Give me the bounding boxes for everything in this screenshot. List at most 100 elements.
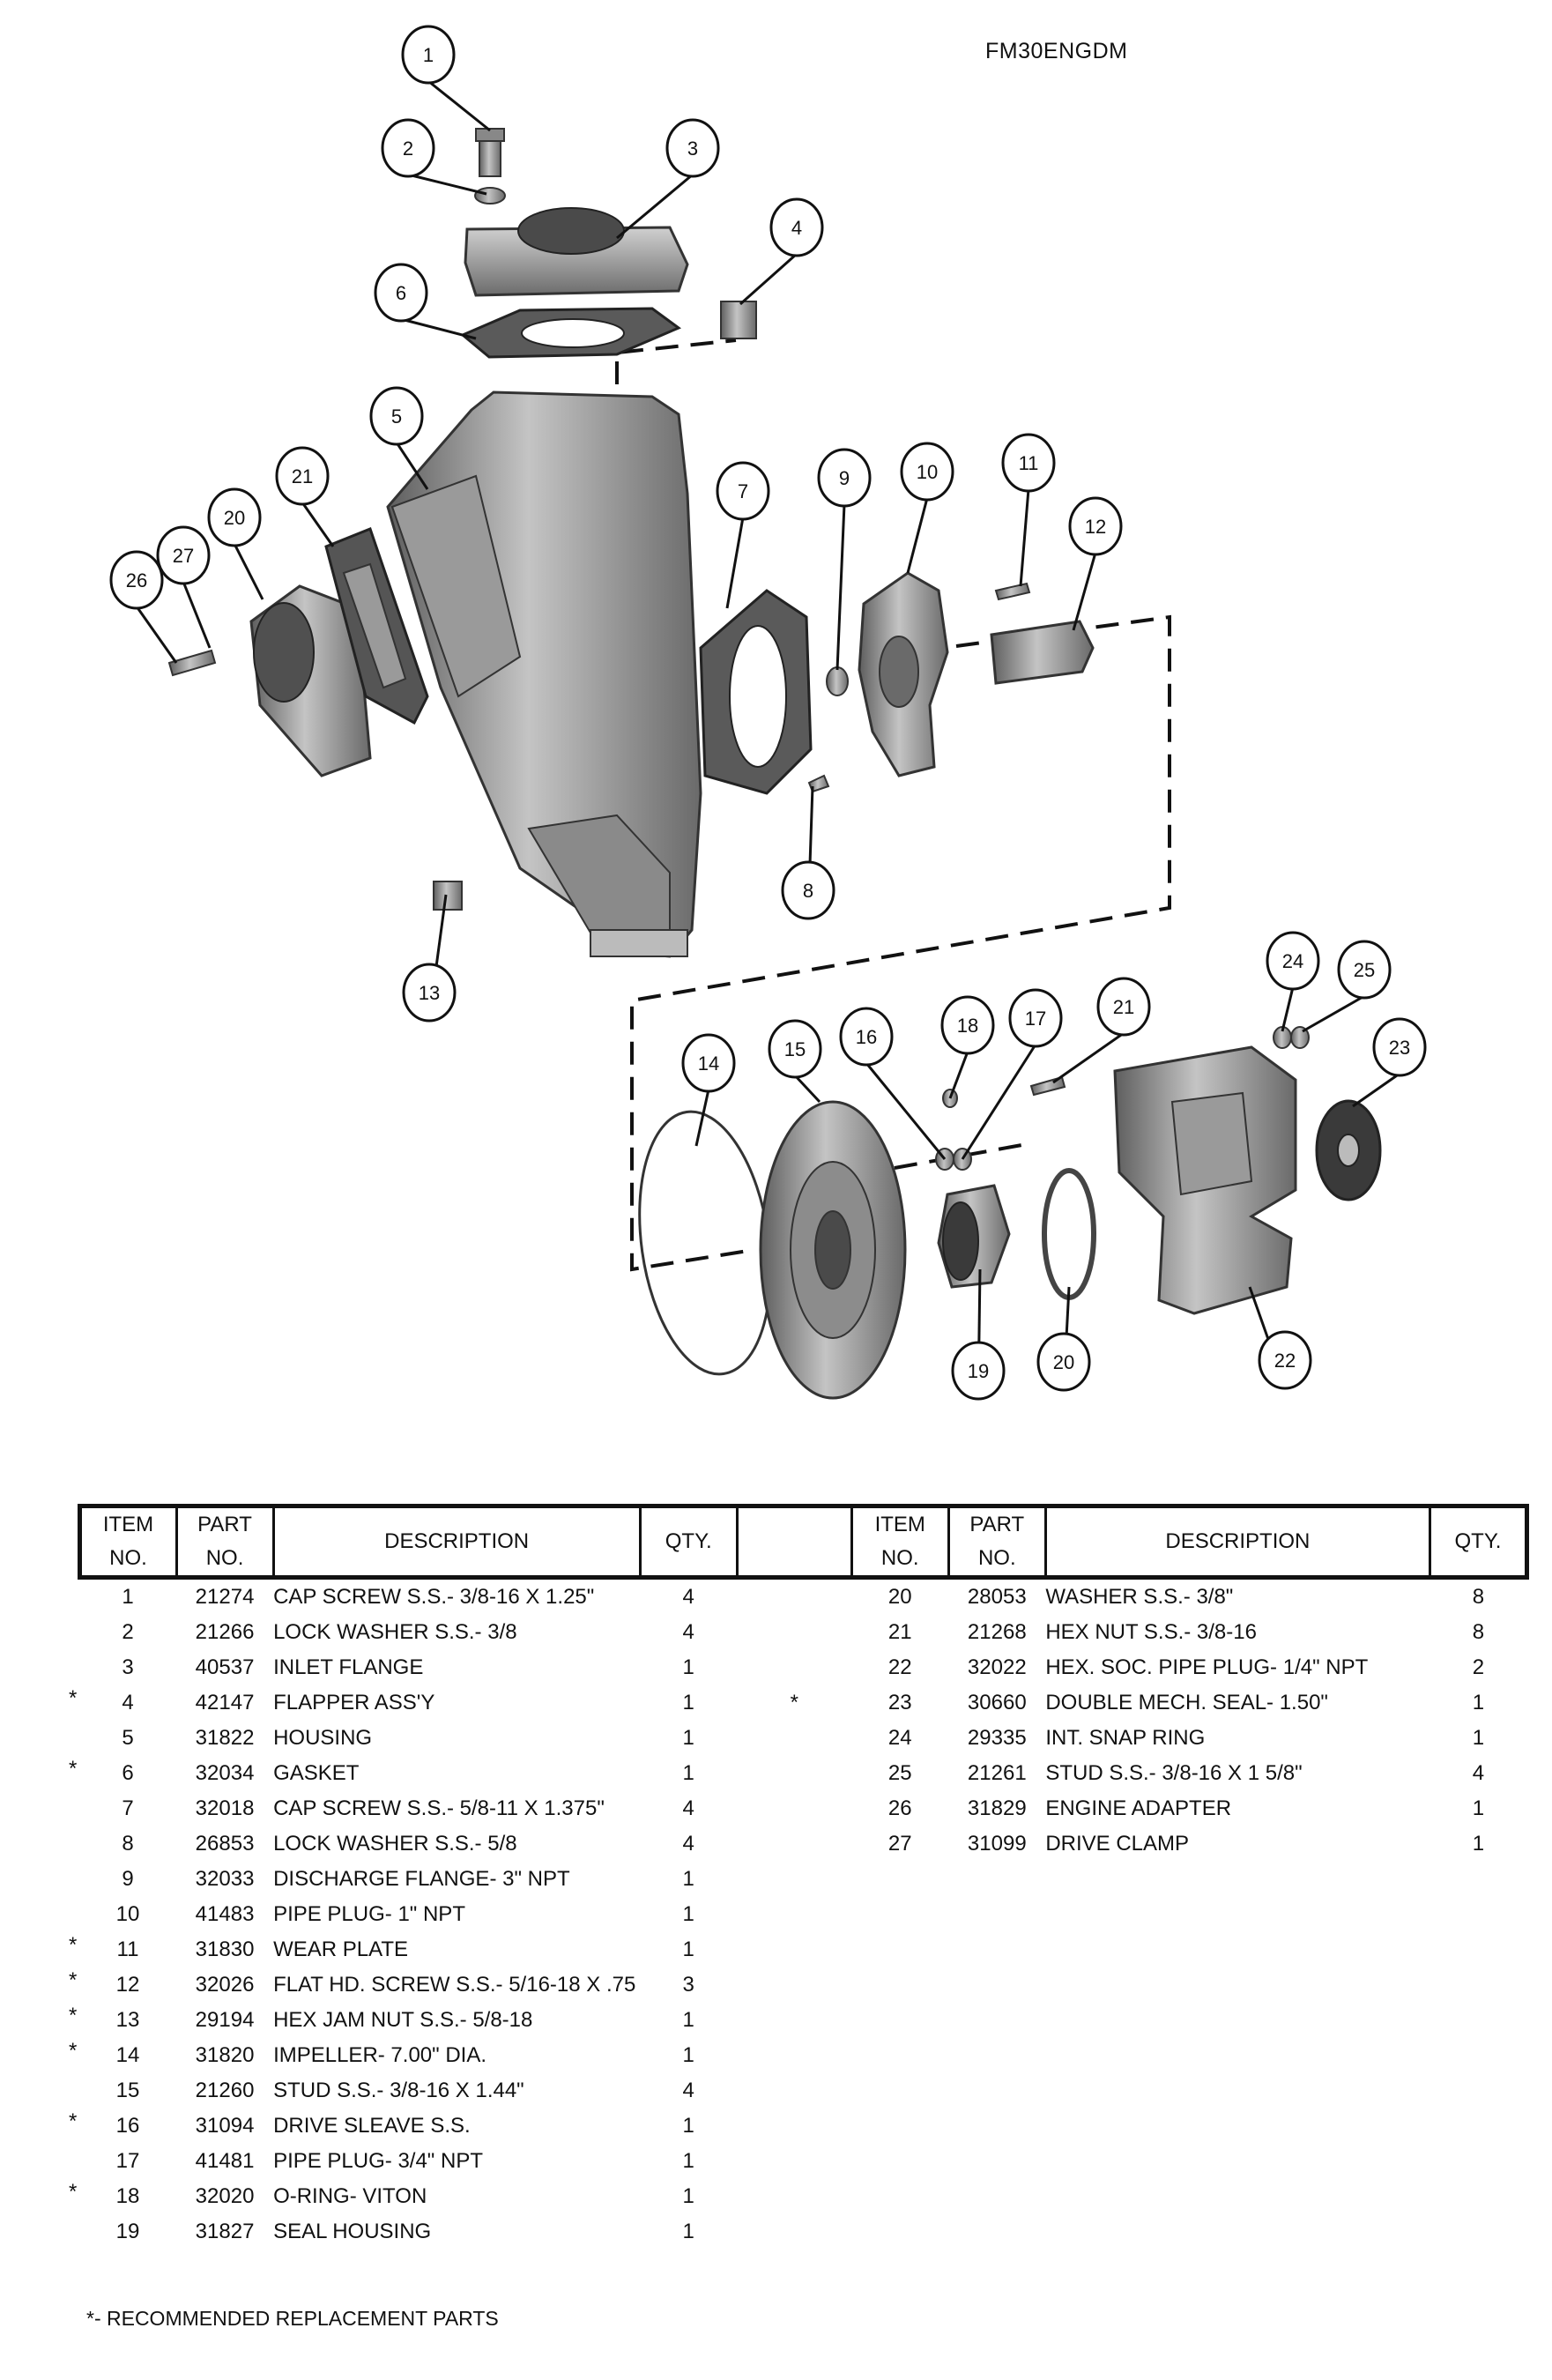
header-description-right: DESCRIPTION <box>1043 1504 1431 1580</box>
recommended-marker-cell <box>737 1756 851 1791</box>
item-no-cell: 15 <box>115 2079 140 2102</box>
leader-line-14 <box>906 497 929 574</box>
header-qty: QTY. <box>638 1504 739 1580</box>
model-code: FM30ENGDM <box>985 39 1128 63</box>
leader-line-20 <box>865 1062 947 1160</box>
part-no-cell <box>948 2179 1045 2214</box>
item-no-cell: 19 <box>115 2220 140 2243</box>
callout-label: 15 <box>784 1038 806 1060</box>
callout-label: 6 <box>396 282 406 304</box>
qty-cell: 1 <box>682 2220 694 2243</box>
recommended-marker-cell <box>737 2038 851 2073</box>
recommended-marker: * <box>69 2039 78 2063</box>
part-no-cell: 29335 <box>967 1726 1027 1750</box>
part-no-cell: 21266 <box>195 1620 255 1644</box>
callout-label: 12 <box>1085 516 1106 538</box>
description-cell: HEX JAM NUT S.S.- 5/8-18 <box>273 2008 533 2032</box>
part-no-cell <box>948 1862 1045 1897</box>
callout-1: 26 <box>109 550 164 610</box>
leader-line-1 <box>135 606 178 664</box>
qty-cell: 1 <box>682 1937 694 1961</box>
callout-11: 7 <box>716 461 770 521</box>
leader-line-10 <box>739 252 798 306</box>
part-no-cell <box>948 1897 1045 1932</box>
recommended-marker: * <box>69 1686 78 1710</box>
callout-label: 7 <box>738 480 748 502</box>
leader-line-7 <box>427 79 491 132</box>
item-no-cell: 8 <box>122 1832 134 1856</box>
description-cell: ENGINE ADAPTER <box>1045 1796 1232 1820</box>
callout-16: 12 <box>1068 496 1123 556</box>
item-no-cell: 22 <box>887 1655 912 1679</box>
leader-line-2 <box>182 581 212 649</box>
part-housing <box>386 390 702 958</box>
part-drive-sleeve <box>990 620 1095 685</box>
recommended-marker-cell <box>737 1967 851 2003</box>
description-cell: WASHER S.S.- 3/8" <box>1045 1585 1234 1609</box>
description-cell: DOUBLE MECH. SEAL- 1.50" <box>1045 1691 1328 1714</box>
description-cell: STUD S.S.- 3/8-16 X 1 5/8" <box>1045 1761 1303 1785</box>
callout-23: 19 <box>951 1341 1006 1401</box>
callout-label: 22 <box>1274 1350 1296 1372</box>
callout-15: 11 <box>1001 433 1056 493</box>
qty-cell <box>1429 2003 1526 2038</box>
recommended-marker-cell <box>737 2109 851 2144</box>
item-no-cell <box>851 1897 948 1932</box>
recommended-marker-cell <box>737 2073 851 2109</box>
leader-line-21 <box>961 1044 1037 1160</box>
part-engine-adapter <box>1113 1045 1297 1315</box>
callout-20: 24 <box>1266 931 1320 991</box>
part-no-cell: 31099 <box>967 1832 1027 1856</box>
qty-cell: 4 <box>1472 1761 1485 1785</box>
leader-line-3 <box>233 543 264 600</box>
item-no-cell <box>851 2109 948 2144</box>
qty-cell: 8 <box>1472 1620 1485 1644</box>
recommended-marker-cell <box>737 1578 851 1616</box>
description-cell <box>1045 2214 1429 2250</box>
description-cell: FLAT HD. SCREW S.S.- 5/16-18 X .75 <box>273 1973 636 1997</box>
description-cell: HOUSING <box>273 1726 373 1750</box>
item-no-cell: 2 <box>122 1620 134 1644</box>
recommended-marker-cell <box>737 2179 851 2214</box>
description-cell: STUD S.S.- 3/8-16 X 1.44" <box>273 2079 524 2102</box>
description-cell <box>1045 1932 1429 1967</box>
description-cell <box>1045 2003 1429 2038</box>
part-pipe-plug-17 <box>433 881 463 911</box>
part-bolt-1 <box>167 649 217 677</box>
item-no-cell: 16 <box>115 2114 140 2138</box>
leader-line-15 <box>1019 488 1030 587</box>
leader-line-20 <box>1281 986 1295 1032</box>
item-no-cell: 26 <box>887 1796 912 1820</box>
part-seal-housing <box>759 1100 907 1400</box>
part-wear-plate <box>699 589 813 795</box>
item-no-cell: 25 <box>887 1761 912 1785</box>
leader-line-5 <box>395 442 429 490</box>
item-no-cell <box>851 2179 948 2214</box>
item-no-cell: 18 <box>115 2184 140 2208</box>
part-no-cell: 42147 <box>195 1691 255 1714</box>
recommended-marker-cell <box>737 1650 851 1685</box>
callout-label: 5 <box>391 405 402 428</box>
header-description: DESCRIPTION <box>271 1504 642 1580</box>
qty-cell: 1 <box>682 1655 694 1679</box>
recommended-marker-cell <box>737 2003 851 2038</box>
leader-line-16 <box>1072 552 1097 631</box>
recommended-marker: * <box>69 1968 78 1992</box>
description-cell <box>1045 2144 1429 2179</box>
leader-line-27 <box>1352 1072 1400 1108</box>
item-no-cell <box>851 1932 948 1967</box>
description-cell: CAP SCREW S.S.- 5/8-11 X 1.375" <box>273 1796 605 1820</box>
description-cell: DISCHARGE FLANGE- 3" NPT <box>273 1867 570 1891</box>
qty-cell <box>1429 2214 1526 2250</box>
qty-cell: 1 <box>682 1902 694 1926</box>
qty-cell <box>1429 2109 1526 2144</box>
